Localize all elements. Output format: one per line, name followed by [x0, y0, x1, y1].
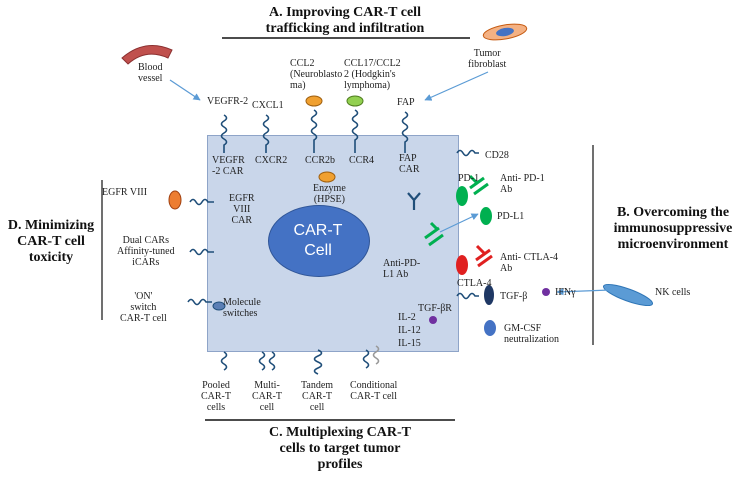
section-a-heading: A. Improving CAR-T cell trafficking and …: [265, 5, 425, 36]
cxcr2-receptor: [262, 114, 270, 153]
ctla4-receptor: [456, 255, 468, 275]
multi-car-receptor-2: [268, 351, 276, 371]
multi-car-receptor-1: [258, 351, 266, 371]
anti-pd1-antibody: [468, 174, 489, 196]
il15-label: IL-15: [398, 338, 421, 349]
egfr-viii-car-receptor: [189, 198, 214, 206]
tandem-label: Tandem CAR-T cell: [301, 380, 334, 413]
blood-vessel-shape: [121, 45, 173, 65]
il-cytokine: [429, 316, 437, 324]
cd28-receptor: [456, 149, 479, 157]
ccl17-label: CCL17/CCL2 2 (Hodgkin's lymphoma): [344, 58, 401, 91]
section-d-heading: D. Minimizing CAR-T cell toxicity: [7, 218, 95, 265]
egfr-viii-car-label: EGFR VIII CAR: [229, 193, 255, 226]
ccr2b-receptor: [310, 109, 318, 153]
nk-cell-shape: [602, 283, 654, 307]
molecule-switch-shape: [212, 301, 226, 311]
pooled-label: Pooled CAR-T cells: [201, 380, 231, 413]
tgfb-label: TGF-β: [500, 291, 528, 302]
nucleus-label-line1: CAR-T: [293, 222, 343, 239]
anti-pdl1-arrow: [439, 213, 479, 233]
egfr-viii-label: EGFR VIII: [102, 187, 148, 198]
pd1-receptor: [456, 186, 468, 206]
tumor-fibroblast-arrow: [424, 71, 489, 101]
tumor-fibroblast-label: Tumor fibroblast: [468, 48, 507, 70]
cxcl1-label: CXCL1: [252, 100, 284, 111]
gmcsf-molecule: [484, 320, 496, 336]
nucleus-label-line2: Cell: [304, 242, 332, 259]
tgfbr-label: TGF-βR: [418, 303, 452, 314]
ccl2-label: CCL2 (Neuroblasto ma): [290, 58, 343, 91]
ccl2-chemokine: [305, 95, 323, 107]
il2-label: IL-2: [398, 312, 416, 323]
blood-vessel-arrow: [169, 79, 201, 101]
ifng-label: IFNγ: [555, 287, 576, 298]
egfr-viii-antigen: [168, 190, 182, 210]
pdl1-label: PD-L1: [497, 211, 525, 222]
on-switch-receptor: [187, 298, 212, 306]
car-t-cell-nucleus: [268, 205, 370, 277]
ccr4-receptor: [351, 109, 359, 153]
ccr4-label: CCR4: [349, 155, 375, 166]
vegfr2-receptor: [220, 114, 228, 153]
dual-cars-label: Dual CARs Affinity-tuned iCARs: [117, 235, 175, 268]
on-switch-label: 'ON' switch CAR-T cell: [120, 291, 167, 324]
cxcr2-label: CXCR2: [255, 155, 288, 166]
pd1-label: PD-1: [458, 173, 480, 184]
tumor-fibroblast-nucleus: [496, 27, 514, 37]
il12-label: IL-12: [398, 325, 421, 336]
pdl1-ligand: [480, 207, 492, 225]
blood-vessel-label: Blood vessel: [138, 62, 163, 84]
nk-cell-arrow: [556, 288, 611, 296]
vegfr2-label: VEGFR-2: [207, 96, 249, 107]
conditional-car-receptor: [362, 349, 370, 369]
conditional-label: Conditional CAR-T cell: [350, 380, 398, 402]
fap-car-label: FAP CAR: [399, 153, 420, 175]
anti-pdl1-antibody: [424, 221, 444, 247]
cd28-label: CD28: [485, 150, 509, 161]
anti-ctla4-label: Anti- CTLA-4 Ab: [500, 252, 559, 274]
vegfr2-car-label: VEGFR -2 CAR: [212, 155, 245, 177]
anti-pd1-label: Anti- PD-1 Ab: [500, 173, 545, 195]
ccl17-chemokine: [346, 95, 364, 107]
pooled-car-receptor: [220, 351, 228, 371]
molecule-switches-label: Molecule switches: [223, 297, 261, 319]
dual-car-receptor: [189, 248, 214, 256]
conditional-car-switch: [372, 345, 380, 365]
antibody-icon-inside: [407, 192, 421, 210]
ccr2b-label: CCR2b: [305, 155, 336, 166]
ctla4-label: CTLA-4: [457, 278, 492, 289]
section-b-heading: B. Overcoming the immunosuppressive micr…: [613, 205, 733, 252]
hpse-enzyme: [318, 171, 336, 183]
nk-cells-label: NK cells: [655, 287, 691, 298]
ifng-molecule: [542, 288, 550, 296]
anti-ctla4-antibody: [475, 244, 493, 268]
anti-pdl1-label: Anti-PD- L1 Ab: [383, 258, 421, 280]
fap-label: FAP: [397, 97, 415, 108]
tgfb-molecule: [484, 285, 494, 305]
fap-car-receptor: [401, 111, 409, 153]
section-c-heading: C. Multiplexing CAR-T cells to target tu…: [269, 425, 411, 472]
gmcsf-label: GM-CSF neutralization: [504, 323, 559, 345]
enzyme-label: Enzyme (HPSE): [313, 183, 346, 205]
tandem-car-receptor: [313, 349, 323, 375]
tgfbr-receptor: [456, 292, 479, 300]
multi-label: Multi- CAR-T cell: [252, 380, 282, 413]
